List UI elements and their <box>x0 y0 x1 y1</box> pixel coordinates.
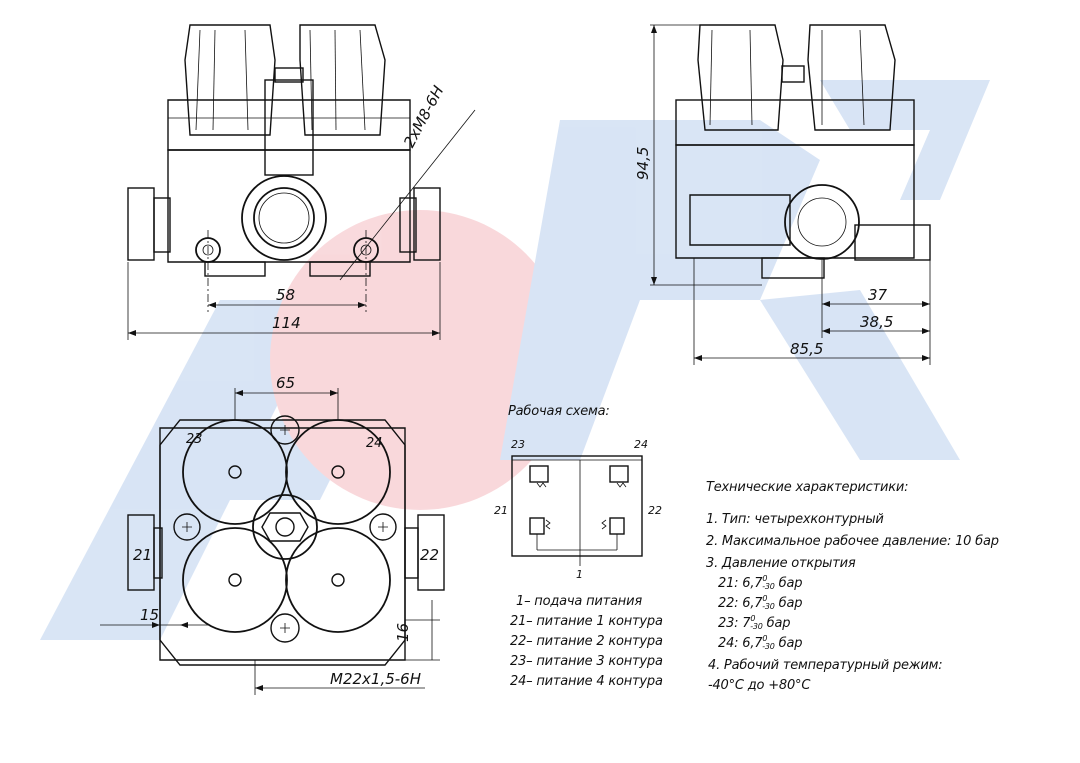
legend-item-23: 23– питание 3 контура <box>510 654 663 669</box>
working-schema <box>511 455 643 566</box>
unit: бар <box>778 596 803 611</box>
schema-port-1: 1 <box>576 568 583 581</box>
tol-upper: 0 <box>750 614 756 623</box>
open-21-value: 21: 6,7 <box>718 576 763 591</box>
tol-lower: -30 <box>750 622 763 631</box>
spec-temp-range: -40°С до +80°С <box>708 678 811 693</box>
port-label-23: 23 <box>186 432 203 447</box>
side-view <box>650 24 931 365</box>
spec-open-23: 23: 70-30 бар <box>718 614 791 631</box>
legend-item-22: 22– питание 2 контура <box>510 634 663 649</box>
unit: бар <box>778 576 803 591</box>
legend-item-24: 24– питание 4 контура <box>510 674 663 689</box>
specs-title: Технические характеристики: <box>706 480 909 495</box>
spec-temp-title: 4. Рабочий температурный режим: <box>708 658 943 673</box>
tol-upper: 0 <box>762 574 768 583</box>
dim-thread-bottom: M22x1,5-6H <box>330 670 421 688</box>
port-label-21: 21 <box>133 546 153 564</box>
tol-upper: 0 <box>762 634 768 643</box>
dim-94-5: 94,5 <box>634 146 652 180</box>
bottom-view <box>100 388 445 695</box>
schema-port-21: 21 <box>494 504 508 517</box>
schema-title: Рабочая схема: <box>508 404 610 419</box>
unit: бар <box>766 616 791 631</box>
schema-port-24: 24 <box>634 438 648 451</box>
spec-max-pressure: 2. Максимальное рабочее давление: 10 бар <box>706 534 999 549</box>
front-view <box>127 24 476 340</box>
tol-upper: 0 <box>762 594 768 603</box>
spec-opening-pressure: 3. Давление открытия <box>706 556 856 571</box>
spec-open-24: 24: 6,70-30 бар <box>718 634 803 651</box>
dim-65: 65 <box>276 374 296 392</box>
tol-lower: -30 <box>762 602 775 611</box>
schema-port-22: 22 <box>648 504 662 517</box>
dim-58: 58 <box>276 286 296 304</box>
unit: бар <box>778 636 803 651</box>
dim-15: 15 <box>140 606 160 624</box>
port-label-24: 24 <box>366 436 383 451</box>
legend-item-21: 21– питание 1 контура <box>510 614 663 629</box>
dim-16: 16 <box>394 622 412 642</box>
spec-open-21: 21: 6,70-30 бар <box>718 574 803 591</box>
legend-item-1: 1– подача питания <box>516 594 642 609</box>
dim-85-5: 85,5 <box>790 340 824 358</box>
dim-37: 37 <box>868 286 888 304</box>
schema-port-23: 23 <box>511 438 525 451</box>
spec-open-22: 22: 6,70-30 бар <box>718 594 803 611</box>
dim-114: 114 <box>272 314 301 332</box>
open-24-value: 24: 6,7 <box>718 636 763 651</box>
tol-lower: -30 <box>762 642 775 651</box>
spec-type: 1. Тип: четырехконтурный <box>706 512 884 527</box>
dim-38-5: 38,5 <box>860 313 894 331</box>
port-label-22: 22 <box>420 546 440 564</box>
open-22-value: 22: 6,7 <box>718 596 763 611</box>
open-23-value: 23: 7 <box>718 616 751 631</box>
tol-lower: -30 <box>762 582 775 591</box>
watermark <box>40 80 990 640</box>
